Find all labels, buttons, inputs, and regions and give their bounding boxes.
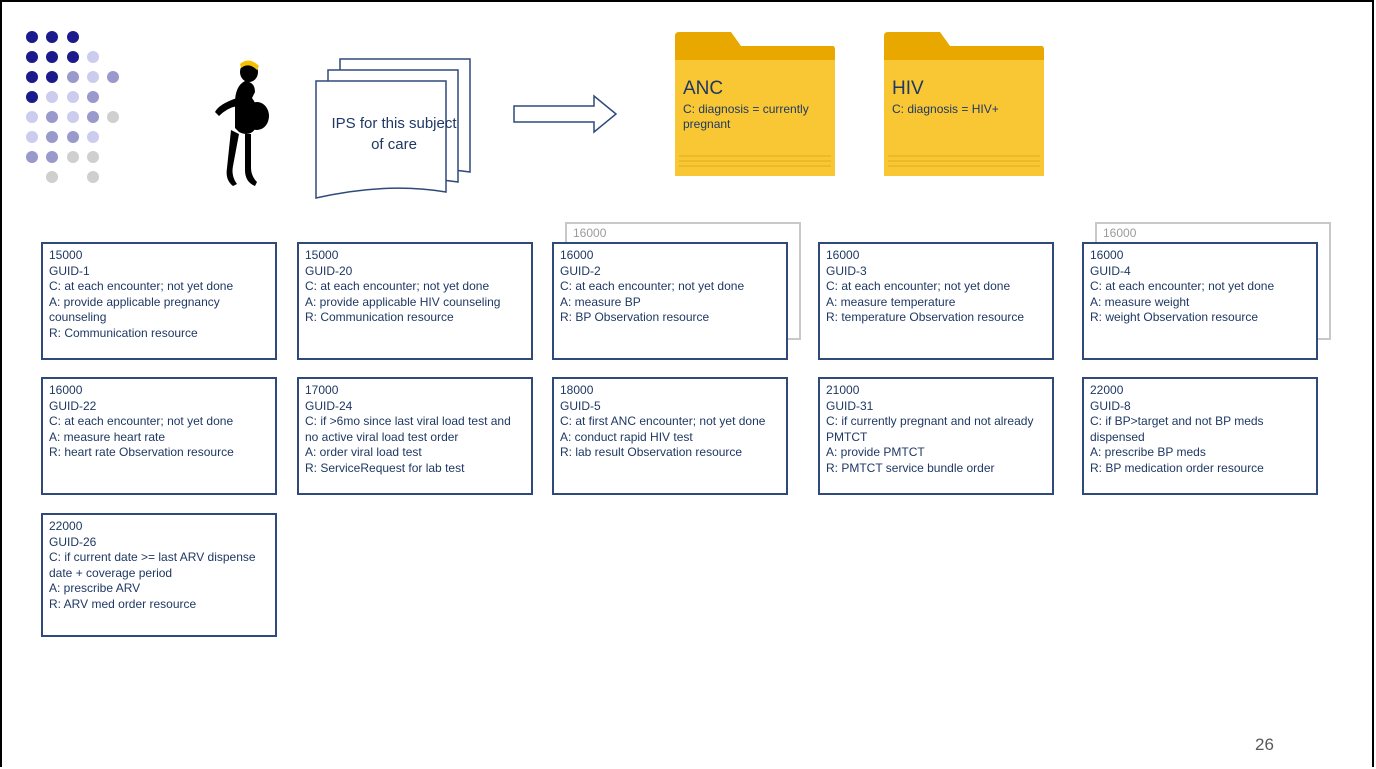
rule-card[interactable]: 17000 GUID-24 C: if >6mo since last vira… bbox=[297, 377, 533, 495]
card-priority: 16000 bbox=[573, 226, 607, 240]
rule-card[interactable]: 22000 GUID-26 C: if current date >= last… bbox=[41, 513, 277, 637]
card-resource: R: temperature Observation resource bbox=[826, 310, 1025, 324]
card-action: A: prescribe ARV bbox=[49, 581, 141, 595]
rule-card[interactable]: 22000 GUID-8 C: if BP>target and not BP … bbox=[1082, 377, 1318, 495]
card-action: A: measure heart rate bbox=[49, 429, 166, 444]
card-resource: R: Communication resource bbox=[305, 310, 454, 324]
folder-icon bbox=[884, 32, 1044, 176]
folder-anc[interactable]: ANC C: diagnosis = currently pregnant bbox=[673, 30, 837, 180]
card-condition: C: if >6mo since last viral load test an… bbox=[305, 414, 511, 444]
folder-name: HIV bbox=[892, 78, 924, 99]
document-stack-icon bbox=[315, 58, 471, 199]
document-label: IPS for this subject of care bbox=[331, 115, 457, 153]
card-action: A: order viral load test bbox=[305, 445, 422, 459]
card-action: A: provide applicable pregnancy counseli… bbox=[49, 294, 220, 325]
folder-hiv[interactable]: HIV C: diagnosis = HIV+ bbox=[882, 30, 1046, 180]
card-guid: GUID-20 bbox=[305, 263, 353, 278]
card-action: A: measure temperature bbox=[826, 294, 956, 309]
card-guid: GUID-2 bbox=[560, 263, 601, 278]
rule-card[interactable]: 16000 GUID-3 C: at each encounter; not y… bbox=[818, 242, 1054, 360]
card-condition: C: if currently pregnant and not already… bbox=[826, 414, 1034, 444]
card-guid: GUID-24 bbox=[305, 398, 353, 413]
card-guid: GUID-3 bbox=[826, 263, 867, 278]
card-condition: C: at each encounter; not yet done bbox=[826, 279, 1011, 293]
rule-card[interactable]: 16000 GUID-22 C: at each encounter; not … bbox=[41, 377, 277, 495]
card-priority: 15000 bbox=[305, 248, 339, 262]
card-resource: R: PMTCT service bundle order bbox=[826, 460, 995, 475]
card-resource: R: ServiceRequest for lab test bbox=[305, 460, 465, 475]
folder-condition: C: diagnosis = HIV+ bbox=[892, 102, 999, 116]
card-action: A: provide PMTCT bbox=[826, 445, 925, 459]
rule-card[interactable]: 21000 GUID-31 C: if currently pregnant a… bbox=[818, 377, 1054, 495]
card-action: A: measure BP bbox=[560, 294, 641, 309]
card-condition: C: at each encounter; not yet done bbox=[305, 279, 490, 293]
card-priority: 15000 bbox=[49, 248, 83, 262]
card-resource: R: heart rate Observation resource bbox=[49, 445, 234, 459]
card-resource: R: BP medication order resource bbox=[1090, 460, 1264, 475]
card-condition: C: if current date >= last ARV dispense … bbox=[49, 550, 256, 580]
decorative-dot-grid bbox=[26, 31, 119, 183]
card-condition: C: at first ANC encounter; not yet done bbox=[560, 414, 766, 428]
card-priority: 16000 bbox=[1090, 248, 1124, 262]
card-priority: 16000 bbox=[826, 248, 860, 262]
folder-name: ANC bbox=[683, 78, 724, 99]
folder-icon bbox=[675, 32, 835, 176]
page-number: 26 bbox=[1255, 735, 1274, 754]
rule-card[interactable]: 16000 GUID-2 C: at each encounter; not y… bbox=[552, 242, 788, 360]
card-guid: GUID-26 bbox=[49, 534, 97, 549]
card-action: A: prescribe BP meds bbox=[1090, 445, 1206, 459]
rule-card[interactable]: 18000 GUID-5 C: at first ANC encounter; … bbox=[552, 377, 788, 495]
card-guid: GUID-1 bbox=[49, 263, 90, 278]
right-arrow-icon bbox=[513, 94, 618, 134]
card-priority: 22000 bbox=[49, 519, 83, 533]
card-priority: 16000 bbox=[560, 248, 594, 262]
card-condition: C: at each encounter; not yet done bbox=[49, 279, 234, 293]
rule-card[interactable]: 15000 GUID-1 C: at each encounter; not y… bbox=[41, 242, 277, 360]
card-condition: C: at each encounter; not yet done bbox=[1090, 279, 1275, 293]
card-guid: GUID-4 bbox=[1090, 263, 1131, 278]
card-guid: GUID-5 bbox=[560, 398, 601, 413]
card-condition: C: at each encounter; not yet done bbox=[49, 414, 234, 428]
card-action: A: provide applicable HIV counseling bbox=[305, 294, 501, 309]
card-priority: 18000 bbox=[560, 383, 594, 397]
card-guid: GUID-31 bbox=[826, 398, 874, 413]
card-condition: C: at each encounter; not yet done bbox=[560, 279, 745, 293]
card-resource: R: Communication resource bbox=[49, 325, 198, 340]
card-action: A: measure weight bbox=[1090, 294, 1190, 309]
rule-card[interactable]: 16000 GUID-4 C: at each encounter; not y… bbox=[1082, 242, 1318, 360]
card-priority: 16000 bbox=[1103, 226, 1137, 240]
card-priority: 17000 bbox=[305, 383, 339, 397]
card-action: A: conduct rapid HIV test bbox=[560, 429, 693, 444]
card-resource: R: weight Observation resource bbox=[1090, 310, 1259, 324]
card-condition: C: if BP>target and not BP meds dispense… bbox=[1090, 414, 1264, 444]
rule-card[interactable]: 15000 GUID-20 C: at each encounter; not … bbox=[297, 242, 533, 360]
card-resource: R: BP Observation resource bbox=[560, 310, 710, 324]
pregnant-woman-icon bbox=[215, 60, 269, 186]
card-resource: R: lab result Observation resource bbox=[560, 445, 743, 459]
card-resource: R: ARV med order resource bbox=[49, 596, 197, 611]
card-priority: 16000 bbox=[49, 383, 83, 397]
card-priority: 21000 bbox=[826, 383, 860, 397]
folder-condition: C: diagnosis = currently pregnant bbox=[683, 102, 809, 131]
card-guid: GUID-22 bbox=[49, 398, 97, 413]
card-priority: 22000 bbox=[1090, 383, 1124, 397]
card-guid: GUID-8 bbox=[1090, 398, 1131, 413]
